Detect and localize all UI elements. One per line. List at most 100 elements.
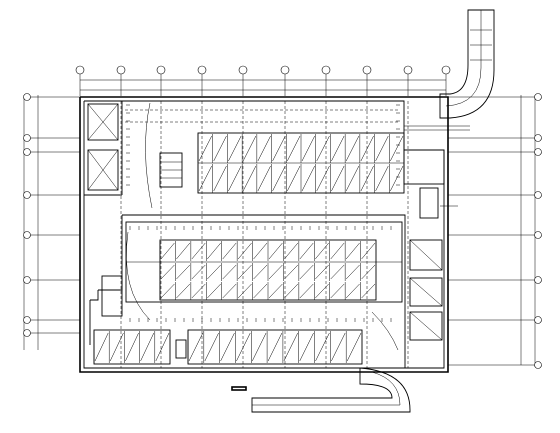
lower-stall-hatch: [345, 264, 360, 280]
upper-parking-stalls: [197, 134, 404, 193]
top-axis-bubble: [75, 65, 85, 75]
upper-stall-hatch: [390, 135, 404, 162]
bottom-stall-hatch: [315, 332, 330, 362]
bottom-stall-hatch: [283, 332, 298, 362]
upper-stall-hatch: [228, 165, 242, 192]
bottom-stall-hatch: [252, 332, 267, 362]
lower-stall-hatch: [361, 264, 376, 280]
right-axis-bubble: [534, 93, 542, 101]
upper-stall-hatch: [287, 165, 301, 192]
upper-stall-hatch: [272, 135, 286, 162]
bottom-stall-hatch: [236, 332, 251, 362]
upper-stall-hatch: [272, 165, 286, 192]
lower-parking-stalls: [159, 241, 376, 300]
lower-stall-hatch: [268, 283, 283, 299]
bottom-stall-hatch: [299, 332, 314, 362]
left-axis-bubble: [23, 93, 31, 101]
lower-stall-hatch: [237, 242, 252, 260]
lower-stall-hatch: [253, 242, 268, 260]
upper-stall-hatch: [242, 135, 257, 162]
bottom-parking-stalls: [93, 331, 362, 363]
lower-stall-hatch: [160, 264, 175, 280]
building-outline: [79, 96, 449, 373]
left-axis-bubble: [23, 329, 31, 337]
lower-stall-hatch: [330, 264, 345, 280]
left-axis-bubble: [23, 276, 31, 284]
bottom-stall-hatch: [220, 332, 235, 362]
lower-stall-hatch: [361, 283, 376, 299]
lower-stall-hatch: [284, 283, 299, 299]
upper-stall-hatch: [198, 165, 212, 192]
lower-stall-hatch: [345, 283, 360, 299]
lower-stall-hatch: [299, 264, 314, 280]
lower-stall-hatch: [330, 242, 345, 260]
lower-stall-hatch: [345, 242, 360, 260]
left-axis-bubble: [23, 231, 31, 239]
lower-stall-hatch: [191, 264, 206, 280]
upper-stall-hatch: [301, 135, 315, 162]
top-axis-bubbles: [75, 65, 451, 96]
bottom-stall-hatch: [155, 332, 170, 362]
upper-stall-hatch: [375, 135, 389, 162]
lower-stall-hatch: [237, 283, 252, 299]
lower-stall-hatch: [299, 242, 314, 260]
lower-stall-hatch: [284, 264, 299, 280]
right-axis-bubble: [534, 276, 542, 284]
upper-stall-hatch: [390, 165, 404, 192]
upper-stall-hatch: [228, 135, 242, 162]
lower-stall-hatch: [191, 242, 206, 260]
lower-stall-hatch: [284, 242, 299, 260]
right-axis-bubble: [534, 231, 542, 239]
right-axis-bubble: [534, 148, 542, 156]
left-dimension: [23, 95, 39, 350]
stair-core: [159, 152, 183, 188]
lower-stall-hatch: [222, 242, 237, 260]
lower-stall-hatch: [207, 283, 221, 299]
upper-stall-hatch: [213, 135, 227, 162]
right-axis-bubble: [534, 134, 542, 142]
lower-stall-hatch: [237, 264, 252, 280]
bottom-stall-hatch: [140, 332, 155, 362]
lower-stall-hatch: [253, 283, 268, 299]
top-axis-bubble: [197, 65, 207, 75]
left-axis-bubble: [23, 316, 31, 324]
right-side-rooms: [403, 149, 445, 341]
lower-stall-hatch: [160, 242, 175, 260]
left-axis-bubbles: [23, 93, 80, 337]
lower-stall-hatch: [315, 264, 329, 280]
lower-stall-hatch: [361, 242, 376, 260]
left-axis-bubble: [23, 134, 31, 142]
lower-stall-hatch: [222, 283, 237, 299]
lower-stall-hatch: [191, 283, 206, 299]
upper-stall-hatch: [301, 165, 315, 192]
top-dimension: [80, 79, 446, 91]
bottom-stall-hatch: [331, 332, 346, 362]
upper-stall-hatch: [345, 165, 360, 192]
upper-stall-hatch: [375, 165, 389, 192]
bottom-stall-hatch: [267, 332, 283, 362]
lower-left-rooms: [101, 275, 187, 359]
lower-stall-hatch: [207, 264, 221, 280]
top-axis-bubble: [116, 65, 126, 75]
left-axis-bubble: [23, 191, 31, 199]
upper-stall-hatch: [345, 135, 360, 162]
lower-stall-hatch: [222, 264, 237, 280]
lower-stall-hatch: [315, 242, 329, 260]
column-grid-lines: [120, 101, 409, 368]
bottom-stall-hatch: [94, 332, 109, 362]
lower-stall-hatch: [207, 242, 221, 260]
top-axis-bubble: [321, 65, 331, 75]
lower-stall-hatch: [268, 264, 283, 280]
upper-stall-hatch: [316, 165, 330, 192]
top-axis-bubble: [238, 65, 248, 75]
upper-stall-hatch: [287, 135, 301, 162]
top-axis-bubble: [280, 65, 290, 75]
lower-stall-hatch: [160, 283, 175, 299]
lower-stall-hatch: [176, 283, 191, 299]
left-equipment-rooms: [87, 103, 119, 191]
top-axis-bubble: [156, 65, 166, 75]
upper-stall-hatch: [316, 135, 330, 162]
lower-stall-hatch: [299, 283, 314, 299]
upper-stall-hatch: [213, 165, 227, 192]
top-drive-aisle: [125, 109, 398, 123]
